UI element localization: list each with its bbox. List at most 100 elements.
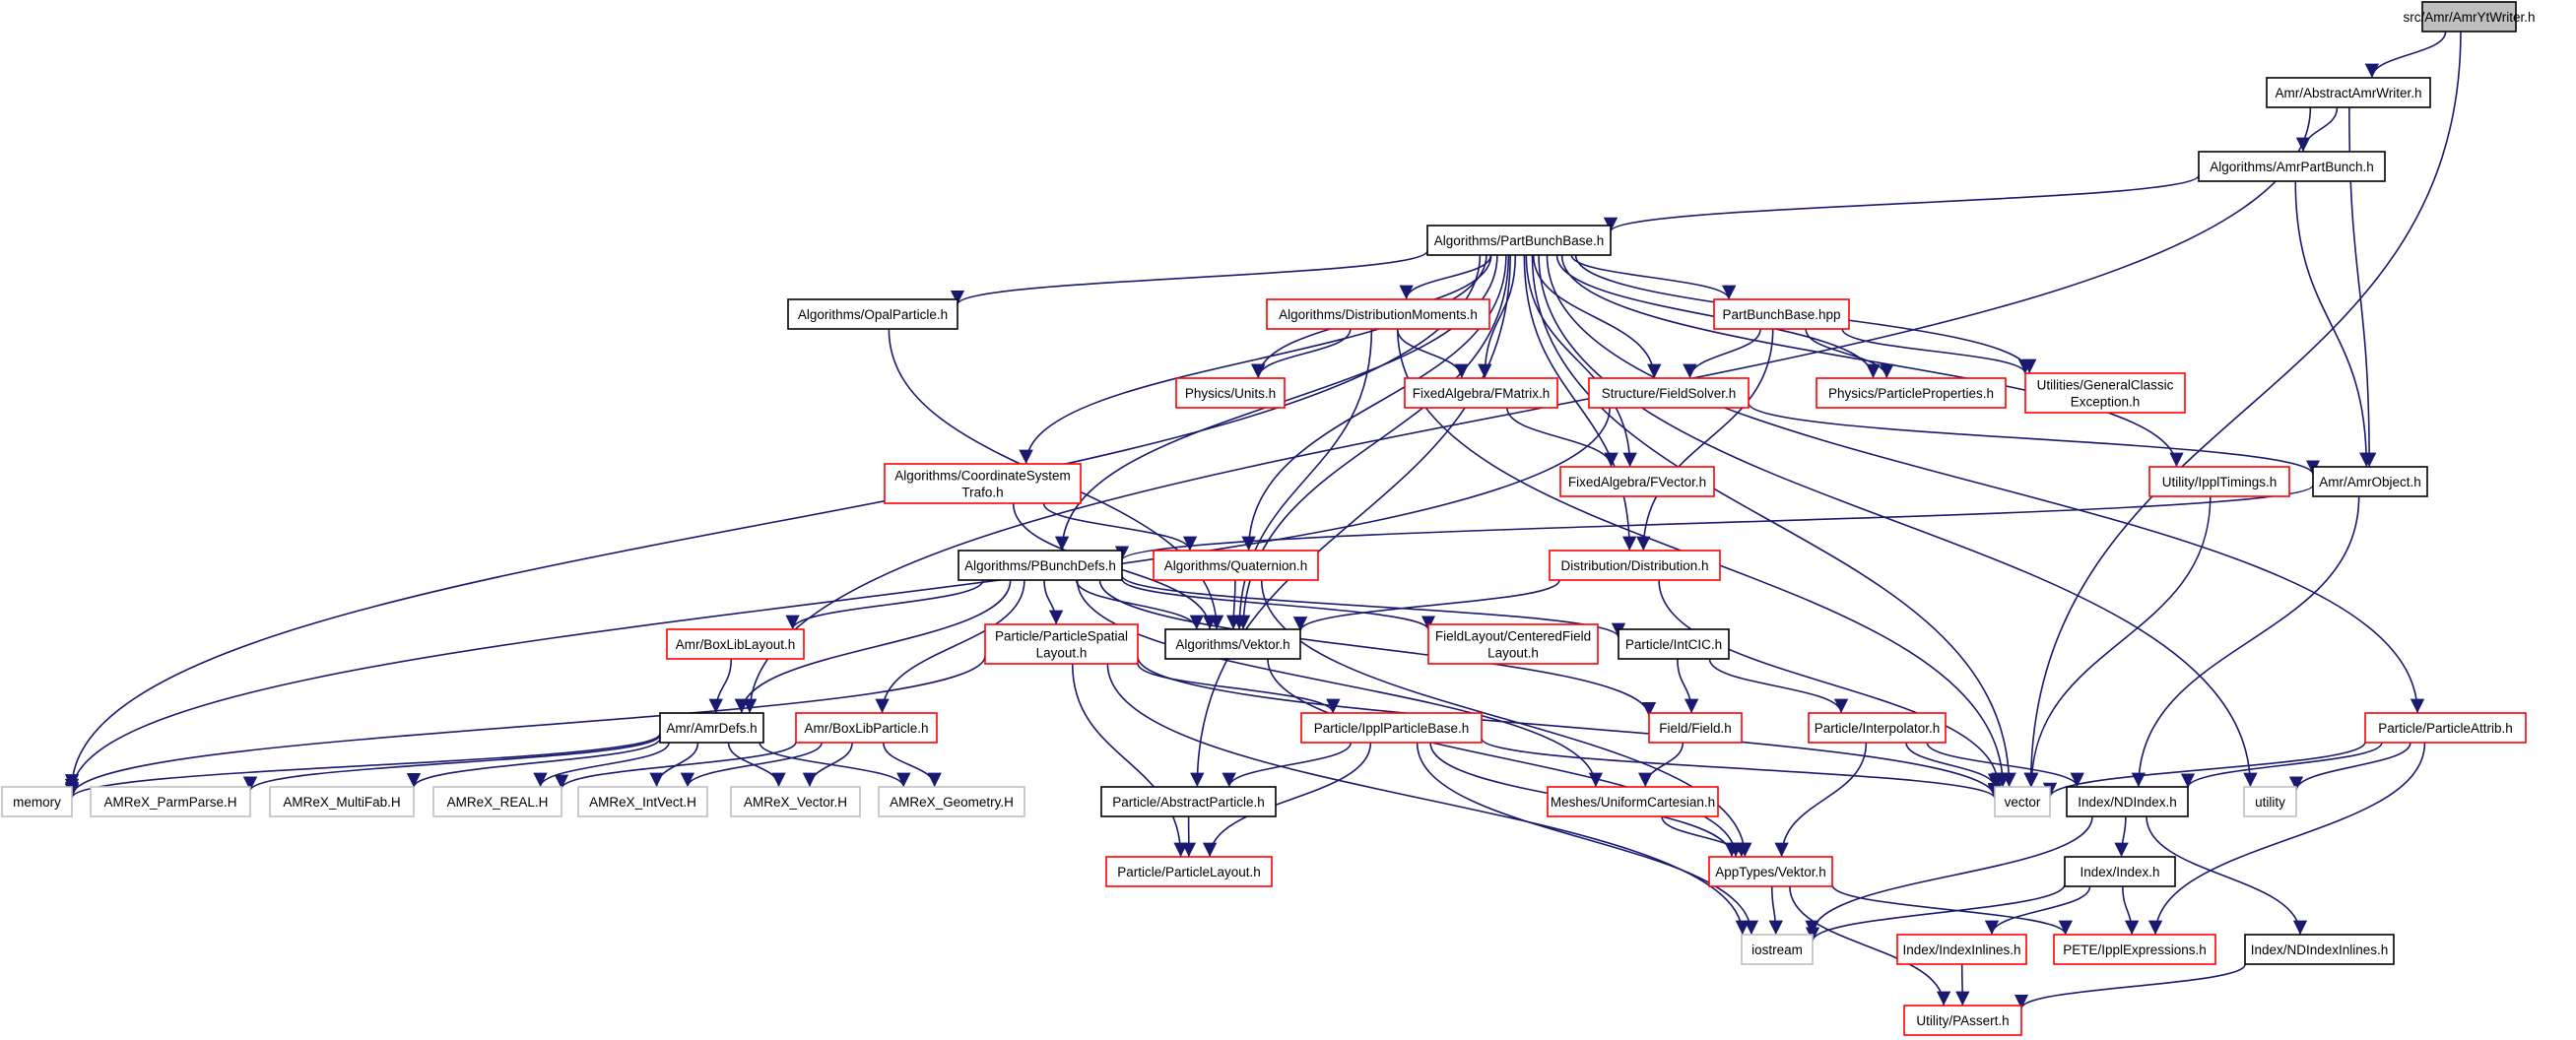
node-label: FixedAlgebra/FVector.h	[1568, 475, 1706, 489]
edge-pbd-to-pspat	[1043, 579, 1064, 625]
edge-ipplpb-to-abspart	[1222, 742, 1353, 788]
edge-index-to-pete	[2122, 885, 2140, 936]
node-box	[1816, 377, 2007, 409]
node-apb[interactable]: Algorithms/AmrPartBunch.h	[2198, 151, 2386, 182]
node-playout[interactable]: Particle/ParticleLayout.h	[1105, 856, 1273, 887]
node-boxpart[interactable]: Amr/BoxLibParticle.h	[795, 712, 938, 744]
node-interp[interactable]: Particle/Interpolator.h	[1808, 712, 1947, 744]
node-fsolv[interactable]: Structure/FieldSolver.h	[1588, 377, 1750, 409]
node-label: AMReX_IntVect.H	[589, 795, 696, 810]
edge-pbb-to-utility	[1538, 254, 2258, 788]
node-avek[interactable]: Algorithms/Vektor.h	[1164, 628, 1301, 660]
node-box	[1896, 934, 2027, 965]
edge-amrdefs-to-real	[533, 742, 670, 788]
node-box	[2024, 372, 2186, 414]
edge-pbb-to-opal	[951, 250, 1428, 305]
node-pbbhpp[interactable]: PartBunchBase.hpp	[1713, 298, 1850, 330]
node-label: Utility/IpplTimings.h	[2162, 475, 2278, 489]
node-box	[1903, 1005, 2022, 1036]
node-label: Physics/Units.h	[1185, 386, 1276, 401]
edge-intcic-to-field	[1677, 658, 1699, 714]
node-box	[1164, 628, 1301, 660]
node-label: Distribution/Distribution.h	[1560, 558, 1708, 573]
node-atvek[interactable]: AppTypes/Vektor.h	[1708, 856, 1833, 887]
node-label: Amr/AmrDefs.h	[666, 721, 757, 736]
edge-pbd-to-boxlay	[785, 579, 984, 630]
node-box	[1100, 786, 1277, 817]
node-label: Index/IndexInlines.h	[1902, 942, 2020, 957]
node-box	[2266, 77, 2431, 108]
node-opal[interactable]: Algorithms/OpalParticle.h	[787, 298, 958, 330]
edge-fsolv-to-memory	[64, 407, 1611, 794]
node-amxvec: AMReX_Vector.H	[730, 786, 861, 817]
node-label: src/Amr/AmrYtWriter.h	[2403, 10, 2535, 25]
node-label: Particle/AbstractParticle.h	[1112, 795, 1265, 810]
node-mesh[interactable]: Meshes/UniformCartesian.h	[1547, 786, 1719, 817]
node-box	[1426, 225, 1612, 256]
node-quat[interactable]: Algorithms/Quaternion.h	[1153, 550, 1319, 581]
node-dmom[interactable]: Algorithms/DistributionMoments.h	[1266, 298, 1490, 330]
node-label: Algorithms/DistributionMoments.h	[1279, 307, 1478, 322]
node-dist[interactable]: Distribution/Distribution.h	[1549, 550, 1721, 581]
node-label: Amr/BoxLibLayout.h	[676, 637, 796, 652]
node-field[interactable]: Field/Field.h	[1648, 712, 1743, 744]
edge-yt-to-vector	[2023, 31, 2462, 788]
node-box	[2421, 1, 2517, 32]
node-pete[interactable]: PETE/IpplExpressions.h	[2053, 934, 2216, 965]
node-label: Particle/ParticleSpatial	[995, 629, 1128, 644]
node-pprop[interactable]: Physics/ParticleProperties.h	[1816, 377, 2007, 409]
edge-boxpart-to-amxvec	[802, 742, 853, 788]
node-ippltim[interactable]: Utility/IpplTimings.h	[2148, 466, 2290, 497]
edge-pspat-to-playout	[1071, 663, 1188, 858]
node-passert[interactable]: Utility/PAssert.h	[1903, 1005, 2022, 1036]
node-index[interactable]: Index/Index.h	[2064, 856, 2176, 887]
node-idxinl[interactable]: Index/IndexInlines.h	[1896, 934, 2027, 965]
edge-pbb-to-pattrib	[1546, 254, 2425, 714]
node-box	[269, 786, 415, 817]
node-aaw[interactable]: Amr/AbstractAmrWriter.h	[2266, 77, 2431, 108]
edge-index-to-iostream	[1805, 883, 2066, 942]
node-abspart[interactable]: Particle/AbstractParticle.h	[1100, 786, 1277, 817]
node-ndindex[interactable]: Index/NDIndex.h	[2066, 786, 2189, 817]
node-pattrib[interactable]: Particle/ParticleAttrib.h	[2364, 712, 2527, 744]
edge-cst-to-quat	[1042, 502, 1198, 552]
edge-interp-to-ndindex	[1926, 742, 2084, 788]
node-box	[958, 550, 1123, 581]
node-pbb[interactable]: Algorithms/PartBunchBase.h	[1426, 225, 1612, 256]
edge-pbb-to-fmat	[1478, 254, 1517, 379]
node-label: AppTypes/Vektor.h	[1715, 865, 1826, 879]
node-intcic[interactable]: Particle/IntCIC.h	[1618, 628, 1730, 660]
node-yt[interactable]: src/Amr/AmrYtWriter.h	[2403, 1, 2536, 32]
edge-pbbhpp-to-fsolv	[1683, 328, 1761, 379]
edge-fmat-to-fvec	[1506, 407, 1618, 468]
node-box	[432, 786, 562, 817]
node-ndinl[interactable]: Index/NDIndexInlines.h	[2244, 934, 2395, 965]
node-amrdefs[interactable]: Amr/AmrDefs.h	[659, 712, 764, 744]
node-fvec[interactable]: FixedAlgebra/FVector.h	[1559, 466, 1715, 497]
node-box	[1741, 934, 1814, 965]
node-boxlay[interactable]: Amr/BoxLibLayout.h	[666, 628, 805, 660]
node-box	[2148, 466, 2290, 497]
edge-interp-to-vector	[1905, 742, 2003, 788]
edge-pbb-to-fsolv	[1532, 254, 1662, 379]
node-pbd[interactable]: Algorithms/PBunchDefs.h	[958, 550, 1123, 581]
edge-pbb-to-dist	[1523, 254, 1637, 552]
node-label: AMReX_ParmParse.H	[103, 795, 236, 810]
node-fmat[interactable]: FixedAlgebra/FMatrix.h	[1404, 377, 1558, 409]
edge-pbb-to-memory	[64, 254, 1482, 789]
edge-pbbhpp-to-pprop	[1805, 328, 1894, 379]
node-label: Physics/ParticleProperties.h	[1828, 386, 1994, 401]
node-units[interactable]: Physics/Units.h	[1175, 377, 1286, 409]
node-ipplpb[interactable]: Particle/IpplParticleBase.h	[1300, 712, 1483, 744]
edge-mesh-to-atvek	[1661, 815, 1750, 858]
node-amrobj[interactable]: Amr/AmrObject.h	[2312, 466, 2428, 497]
edge-pbd-to-cfl	[1121, 578, 1436, 631]
edge-apb-to-amrobj	[2294, 180, 2374, 468]
edge-interp-to-atvek	[1774, 742, 1868, 858]
node-label: PETE/IpplExpressions.h	[2063, 942, 2207, 957]
node-box	[1713, 298, 1850, 330]
